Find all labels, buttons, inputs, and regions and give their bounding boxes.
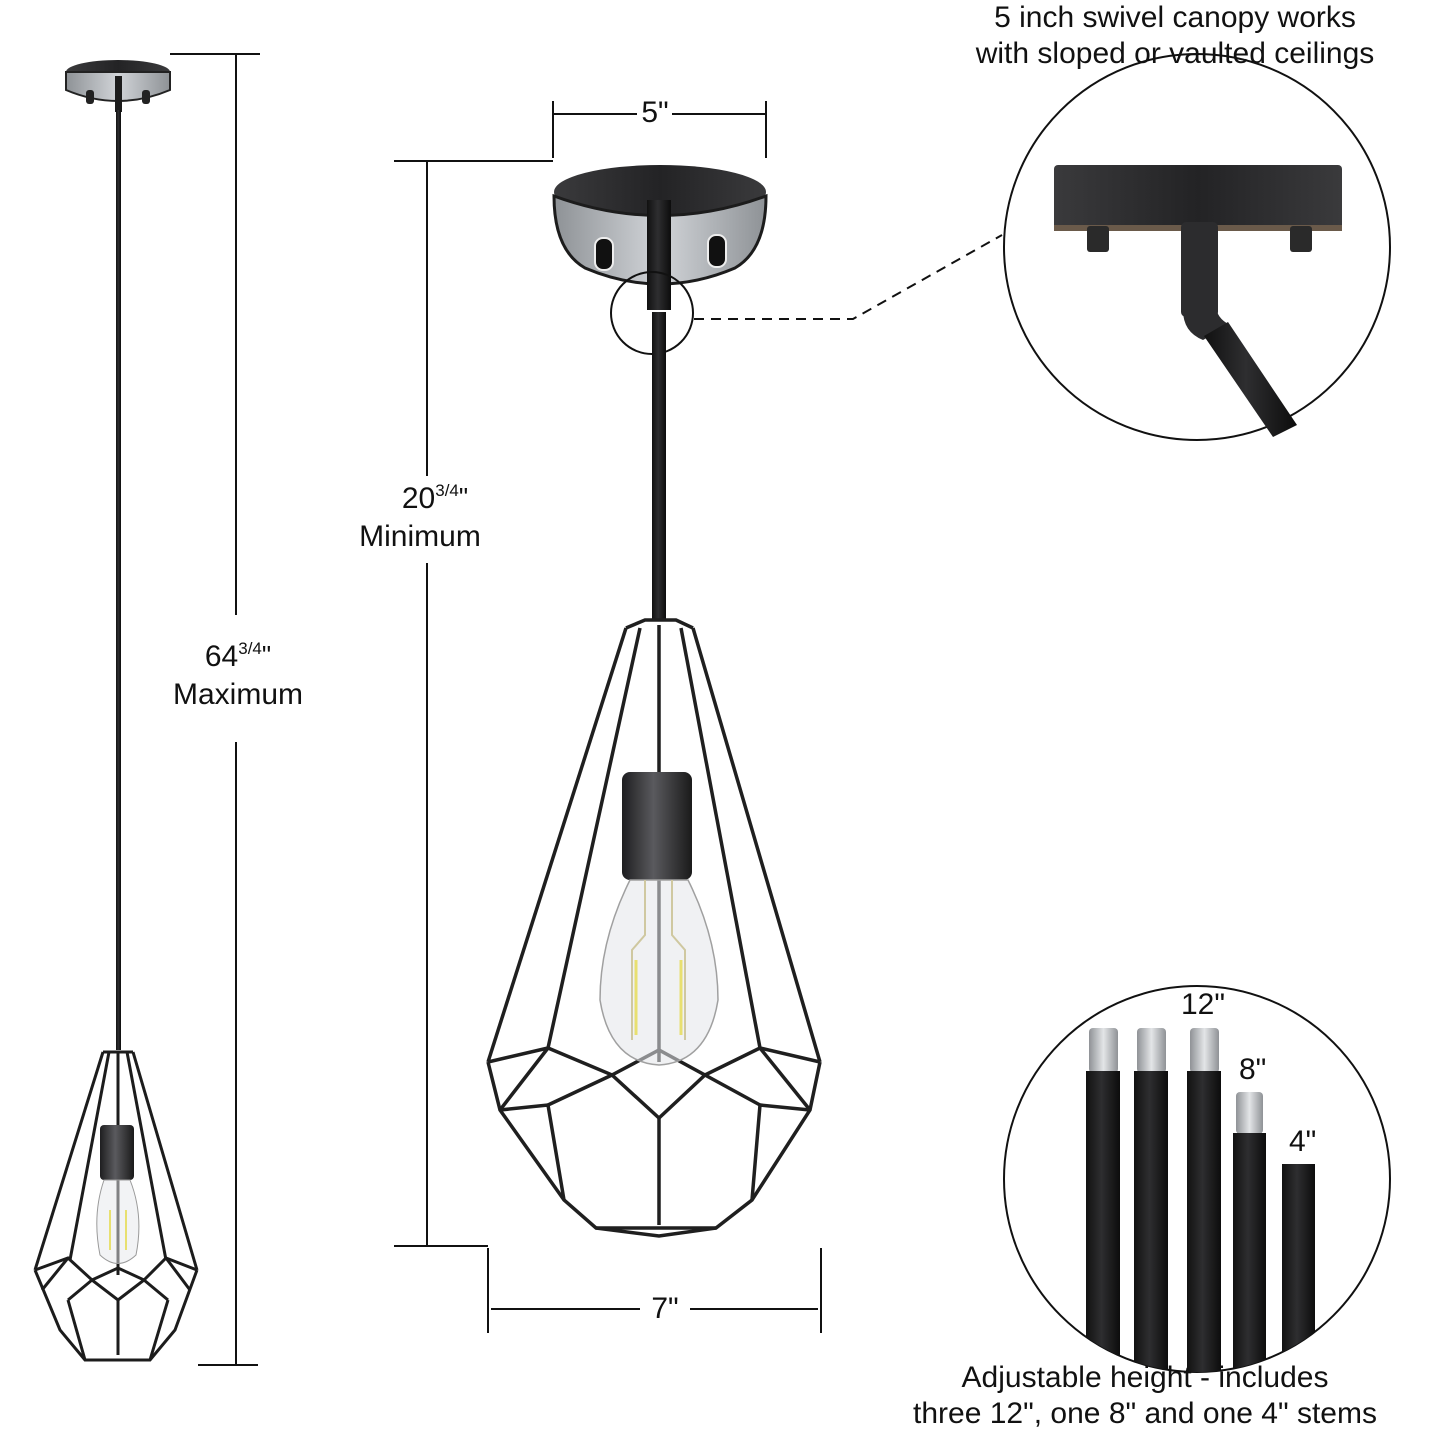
max-height-whole: 64 xyxy=(204,640,239,673)
min-height-unit: " xyxy=(458,482,469,512)
canopy-width-label: 5" xyxy=(641,96,669,129)
max-height-fraction: 3/4 xyxy=(238,639,262,658)
stem-label-12: 12" xyxy=(1181,988,1226,1021)
canopy-caption-line2: with sloped or vaulted ceilings xyxy=(975,37,1375,70)
stems-caption-line2: three 12", one 8" and one 4" stems xyxy=(913,1397,1377,1430)
min-height-value: 203/4" xyxy=(340,481,500,515)
min-height-dimension-line xyxy=(394,160,553,1247)
callout-dashed-line xyxy=(694,234,1003,320)
min-height-label: 203/4" Minimum xyxy=(340,481,500,553)
max-height-value: 643/4" xyxy=(150,639,326,673)
stem-label-4: 4" xyxy=(1289,1125,1317,1158)
lamp-max-height xyxy=(33,60,199,1362)
min-height-whole: 20 xyxy=(401,482,436,515)
min-height-fraction: 3/4 xyxy=(435,481,459,500)
stems-caption: Adjustable height - includes three 12", … xyxy=(860,1360,1430,1432)
stems-caption-line1: Adjustable height - includes xyxy=(961,1361,1329,1394)
shade-width-dimension-line xyxy=(487,1248,822,1333)
max-height-unit: " xyxy=(261,640,272,670)
max-height-label: 643/4" Maximum xyxy=(150,639,326,711)
stems-detail xyxy=(1003,985,1391,1373)
canopy-caption: 5 inch swivel canopy works with sloped o… xyxy=(930,0,1420,72)
lamp-min-height xyxy=(486,165,822,1238)
canopy-width-dimension-line xyxy=(552,101,767,158)
stem-label-8: 8" xyxy=(1239,1053,1267,1086)
canopy-caption-line1: 5 inch swivel canopy works xyxy=(994,1,1356,34)
swivel-canopy-detail xyxy=(1003,53,1391,441)
max-height-caption: Maximum xyxy=(172,678,303,711)
shade-width-label: 7" xyxy=(651,1292,679,1325)
min-height-caption: Minimum xyxy=(359,520,481,553)
max-height-dimension-line xyxy=(170,53,260,1366)
